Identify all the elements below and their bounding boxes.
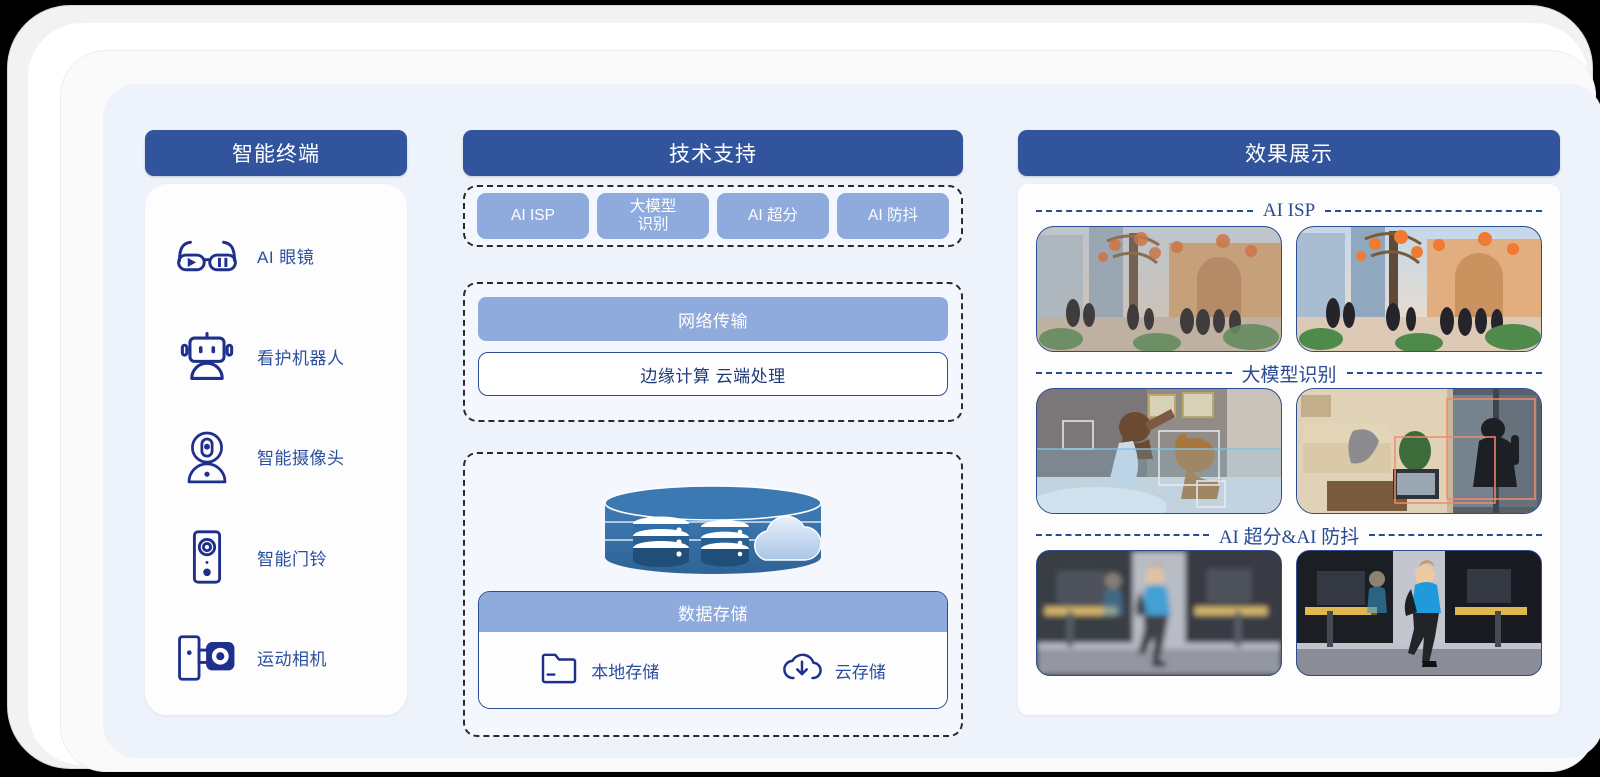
showcase-image-plaza-before[interactable] — [1036, 226, 1282, 352]
ai-glasses-icon — [173, 227, 241, 285]
list-item-label: 智能摄像头 — [257, 449, 345, 468]
database-cloud-icon — [593, 482, 833, 583]
showcase-section-title: 大模型识别 — [1241, 364, 1337, 386]
storage-option-cloud[interactable]: 云存储 — [782, 652, 886, 688]
showcase-image-intruder-detection[interactable] — [1296, 388, 1542, 514]
smart-terminals-header: 智能终端 — [145, 130, 407, 176]
data-storage-card: 数据存储 — [478, 591, 948, 709]
tech-badge-ai-super-resolution[interactable]: AI 超分 — [717, 193, 829, 239]
network-transmission-title: 网络传输 — [478, 297, 948, 341]
folder-icon — [540, 652, 578, 689]
list-item[interactable]: 看护机器人 — [145, 313, 407, 399]
data-storage-group: 数据存储 — [463, 452, 963, 737]
tech-support-header: 技术支持 — [463, 130, 963, 176]
showcase-image-plaza-after[interactable] — [1296, 226, 1542, 352]
screen-canvas: 智能终端 — [103, 84, 1600, 758]
showcase-row-ai-isp — [1036, 226, 1542, 352]
showcase-column: 效果展示 AI ISP — [1018, 130, 1560, 715]
dashed-rule-right — [1346, 372, 1543, 374]
list-item-label: 智能门铃 — [257, 549, 327, 569]
list-item[interactable]: 运动相机 — [145, 615, 407, 701]
showcase-header: 效果展示 — [1018, 130, 1560, 176]
tech-badge-large-model[interactable]: 大模型 识别 — [597, 193, 709, 239]
cloud-download-icon — [782, 652, 822, 688]
list-item[interactable]: 智能门铃 — [145, 514, 407, 600]
showcase-row-large-model — [1036, 388, 1542, 514]
tech-badge-ai-stabilization[interactable]: AI 防抖 — [837, 193, 949, 239]
device-bezel-outer: 智能终端 — [8, 6, 1600, 772]
showcase-image-pedestrian-blurry[interactable] — [1036, 550, 1282, 676]
smart-terminals-card: AI 眼镜 — [145, 184, 407, 715]
smart-doorbell-icon — [173, 528, 241, 586]
device-bezel-mid: 智能终端 — [28, 23, 1600, 772]
list-item[interactable]: AI 眼镜 — [145, 213, 407, 299]
device-bezel-inner: 智能终端 — [60, 50, 1600, 772]
dashed-rule-left — [1036, 534, 1209, 536]
showcase-image-bedroom-detection[interactable] — [1036, 388, 1282, 514]
storage-option-local[interactable]: 本地存储 — [540, 652, 659, 689]
showcase-section-label-sr-eis: AI 超分&AI 防抖 — [1036, 520, 1543, 550]
list-item-label: AI 眼镜 — [257, 248, 315, 267]
tech-badge-ai-isp[interactable]: AI ISP — [477, 193, 589, 239]
list-item-label: 看护机器人 — [257, 348, 345, 368]
showcase-section-label-ai-isp: AI ISP — [1036, 196, 1543, 226]
dashed-rule-right — [1369, 534, 1543, 536]
dashed-rule-left — [1036, 210, 1253, 212]
showcase-section-label-large-model: 大模型识别 — [1036, 358, 1543, 388]
care-robot-icon — [173, 327, 241, 385]
network-transmission-group: 网络传输 边缘计算 云端处理 — [463, 282, 963, 422]
storage-option-label: 云存储 — [834, 662, 886, 682]
list-item[interactable]: 智能摄像头 — [145, 414, 407, 500]
network-transmission-detail: 边缘计算 云端处理 — [478, 352, 948, 396]
showcase-section-title: AI 超分&AI 防抖 — [1218, 526, 1360, 548]
storage-option-label: 本地存储 — [591, 662, 660, 682]
data-storage-title: 数据存储 — [479, 592, 947, 632]
tech-support-column: 技术支持 AI ISP 大模型 识别 AI 超分 AI 防抖 网络传输 边缘计算… — [463, 130, 963, 737]
showcase-card: AI ISP — [1018, 184, 1560, 715]
dashed-rule-right — [1325, 210, 1543, 212]
smart-camera-icon — [173, 428, 241, 486]
showcase-image-pedestrian-sharp[interactable] — [1296, 550, 1542, 676]
dashed-rule-left — [1036, 372, 1232, 374]
showcase-section-title: AI ISP — [1262, 200, 1316, 221]
tech-badge-group: AI ISP 大模型 识别 AI 超分 AI 防抖 — [463, 185, 963, 247]
smart-terminals-column: 智能终端 — [145, 130, 407, 715]
action-camera-icon — [173, 629, 241, 687]
list-item-label: 运动相机 — [257, 650, 327, 669]
showcase-row-sr-eis — [1036, 550, 1542, 676]
